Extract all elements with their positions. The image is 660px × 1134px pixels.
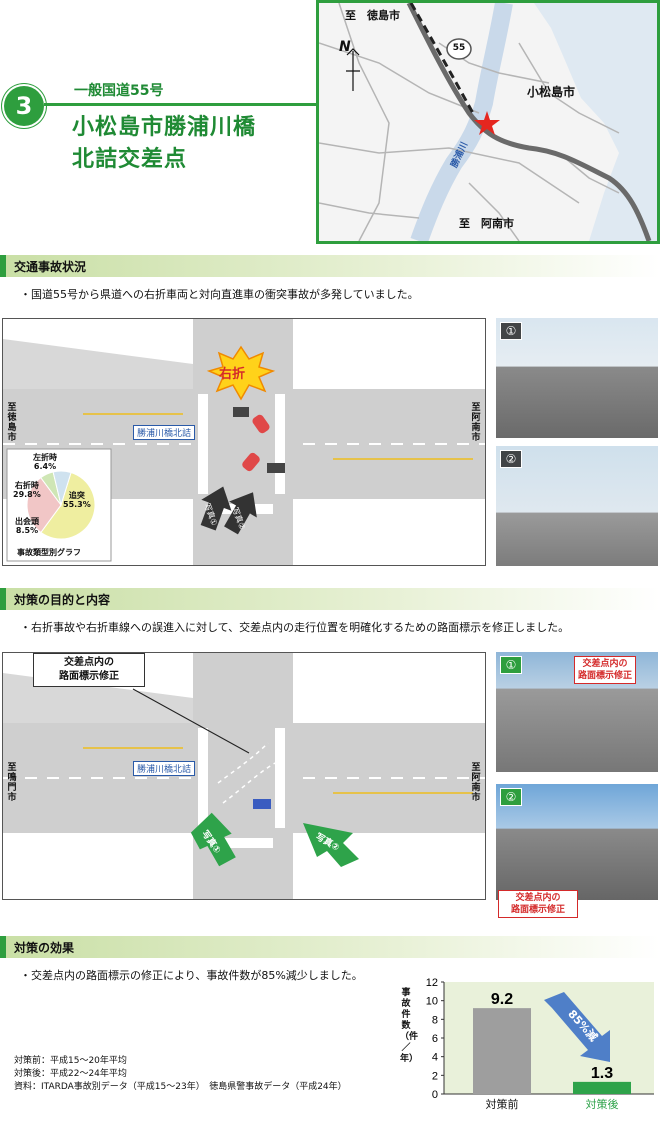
y-tick-label: 0 — [432, 1089, 438, 1101]
measures-diagram: 交差点内の路面標示修正 勝浦川橋北詰 至鳴門市 至阿南市 写真① 写真② — [2, 652, 486, 900]
bar-data-label: 9.2 — [491, 991, 513, 1008]
pie-slice-2 — [26, 476, 62, 534]
title-line-1: 小松島市勝浦川橋 — [72, 115, 257, 140]
car-icon — [267, 463, 285, 473]
y-tick-label: 2 — [432, 1070, 438, 1082]
photo-arrow-2-icon — [224, 492, 257, 535]
pie-slice-1 — [40, 471, 96, 540]
measures-text: ・右折事故や右折車線への誤進入に対して、交差点内の走行位置を明確化するための路面… — [20, 621, 570, 634]
diagram-callout: 交差点内の路面標示修正 — [33, 653, 145, 687]
section-title: 対策の効果 — [14, 941, 75, 955]
section-bar — [0, 588, 6, 610]
pie-chart — [6, 448, 112, 562]
section-bar — [0, 255, 6, 277]
intersection-sign: 勝浦川橋北詰 — [133, 425, 196, 440]
car-icon — [253, 799, 271, 809]
intersection-drawing — [3, 319, 485, 565]
map-label-city: 小松島市 — [527, 85, 576, 99]
chart-ylabel: 事故件数（件／年） — [400, 988, 419, 1064]
y-tick-label: 12 — [426, 977, 438, 989]
pie-caption: 事故類型別グラフ — [17, 548, 81, 557]
right-turn-burst-icon — [206, 345, 276, 401]
situation-photo-1: ① — [496, 318, 658, 438]
title-line-2: 北詰交差点 — [72, 147, 188, 172]
situation-text: ・国道55号から県道への右折車両と対向直進車の衝突事故が多発していました。 — [20, 288, 419, 301]
location-star-icon — [474, 111, 500, 135]
photo-number: ① — [500, 322, 522, 340]
photo-number: ② — [500, 788, 522, 806]
y-tick-label: 4 — [432, 1052, 438, 1064]
photo-number: ① — [500, 656, 522, 674]
y-tick-label: 8 — [432, 1014, 438, 1026]
photo-callout: 交差点内の路面標示修正 — [498, 890, 578, 918]
callout-leader — [132, 688, 250, 754]
category-label: 対策後 — [586, 1097, 619, 1111]
effect-text: ・交差点内の路面標示の修正により、事故件数が85%減少しました。 — [20, 969, 363, 982]
map-label-south: 至 阿南市 — [459, 217, 514, 230]
note-before: 対策前：平成15～20年平均 — [14, 1056, 127, 1066]
measures-photo-2: ② — [496, 784, 658, 900]
section-number-badge: 3 — [4, 86, 44, 126]
section-header-effect: 対策の効果 — [0, 936, 660, 958]
measures-photo-1: ① 交差点内の路面標示修正 — [496, 652, 658, 772]
map-graphic — [319, 3, 657, 241]
bar-2 — [573, 1081, 631, 1094]
section-title: 対策の目的と内容 — [14, 593, 111, 607]
y-tick-label: 6 — [432, 1033, 438, 1045]
intersection-drawing — [3, 653, 485, 899]
map-label-north: 至 徳島市 — [345, 9, 400, 22]
note-after: 対策後：平成22～24年平均 — [14, 1069, 127, 1079]
section-bar — [0, 936, 6, 958]
photo-callout: 交差点内の路面標示修正 — [574, 656, 637, 684]
bar-data-label: 1.3 — [591, 1065, 613, 1082]
reduction-arrow-icon — [544, 992, 610, 1062]
photo-number: ② — [500, 450, 522, 468]
photo-arrow-2-icon — [303, 823, 359, 867]
car-icon — [233, 407, 249, 417]
map-north-label: N — [339, 39, 351, 55]
section-header-situation: 交通事故状況 — [0, 255, 660, 277]
note-source: 資料：ITARDA事故別データ（平成15～23年） 徳島県警事故データ（平成24… — [14, 1082, 347, 1092]
direction-left: 至鳴門市 — [7, 763, 17, 803]
intersection-sign: 勝浦川橋北詰 — [133, 761, 196, 776]
direction-right: 至阿南市 — [471, 403, 481, 443]
photo-arrow-1-icon — [190, 812, 236, 867]
right-turn-label: 右折 — [219, 367, 246, 382]
page-title: 小松島市勝浦川橋 北詰交差点 — [72, 112, 256, 176]
map-route-number: 55 — [452, 43, 466, 53]
direction-right: 至阿南市 — [471, 763, 481, 803]
header-rule — [44, 103, 316, 106]
category-label: 対策前 — [486, 1097, 519, 1111]
situation-photo-2: ② — [496, 446, 658, 566]
route-shield-icon — [446, 38, 472, 60]
location-map: 至 徳島市 至 阿南市 小松島市 55 N 勝浦川 — [316, 0, 660, 244]
photo-arrow-1-icon — [200, 486, 232, 531]
north-arrow-icon — [346, 48, 360, 91]
route-name: 一般国道55号 — [74, 83, 164, 99]
direction-left: 至徳島市 — [7, 403, 17, 443]
section-title: 交通事故状況 — [14, 260, 87, 274]
section-header-measures: 対策の目的と内容 — [0, 588, 660, 610]
car-red-icon — [242, 452, 260, 472]
pie-slice-4 — [52, 470, 72, 507]
bar-1 — [473, 1008, 531, 1094]
car-red-icon — [252, 414, 270, 434]
y-tick-label: 10 — [426, 996, 438, 1008]
